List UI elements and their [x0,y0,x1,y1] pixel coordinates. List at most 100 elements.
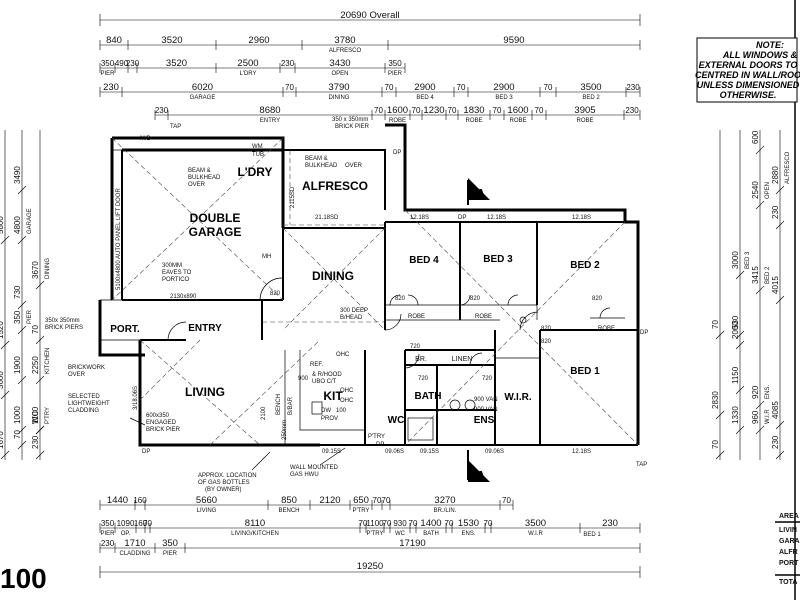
dim-bot-row1-value: 70 [502,496,511,505]
dim-top-row3-value: 70 [544,83,553,92]
dim-top-row4-value: 1600 [387,105,408,116]
note-box: NOTE: ALL WINDOWS & EXTERNAL DOORS TO CE… [695,37,800,103]
dim-right-tick [775,295,785,305]
window-ensuite: 09.06S [485,449,504,455]
dim-right-tick [715,330,725,340]
room-garage-line1: DOUBLE [190,211,241,225]
washing-machine-label: WM [252,144,263,150]
area-row-alfresco: ALFR [779,549,798,556]
area-row-portico: PORT [779,560,799,567]
area-table: AREA LIVIN GARA ALFR PORT TOTA [775,513,800,586]
room-labels: L'DRY ALFRESCO DOUBLE GARAGE DINING BED … [110,165,615,440]
dim-right-sublabel: BED 3 [745,251,751,269]
dim-right-value: 2540 [751,181,760,199]
deep-beam-1: 300 DEEP [340,308,368,314]
dim-bot-row2-sublabel: ENS. [461,531,475,537]
garage-door-label: 5100x4800 AUTO PANEL LIFT DOOR [116,188,122,290]
dim-left-tick [17,440,27,450]
dim-right-tick [735,270,745,280]
dim-left-value: 70 [31,325,40,334]
dim-left-tick [35,280,45,290]
dim-bot-row1-sublabel: LIVING [197,508,217,514]
dim-bot-row2-sublabel: OP. [121,531,131,537]
dim-top-row4-value: 1230 [423,105,444,116]
section-markers: A A [467,178,490,483]
robe-label-bed4: ROBE [408,314,425,320]
dim-right-tick [775,450,785,460]
dim-top-row4-sublabel: ROBE [389,118,406,124]
dim-top-row3-value: 70 [385,83,394,92]
dim-bed1-label: BED 1 [583,532,601,538]
sliding-door-2115: 2115SD [290,186,296,208]
dim-top-row4-value: 70 [412,106,421,115]
dim-top-row2-value: 350 [101,59,115,68]
dim-right-value: 1330 [731,406,740,424]
dim-left-tick [17,375,27,385]
dim-left-value: 1000 [13,406,22,424]
door-720-b: 720 [482,376,493,382]
dim-left-value: 1100 [31,406,40,424]
dim-bot-row3-sublabel: PIER [163,551,178,557]
dim-right-tick [775,420,785,430]
rangehood-note-1: & R/HOOD [312,372,342,378]
dim-top-row4-value: 230 [625,106,639,115]
dim-right-value: 960 [751,410,760,424]
door-820-c: 820 [592,296,603,302]
dim-bot-row2-sublabel: W.I.R [528,531,543,537]
dim-right-tick [755,400,765,410]
dim-left-value: 1900 [13,356,22,374]
window-living-left: 3/18.06S [133,386,139,410]
area-row-total: TOTA [779,579,797,586]
dim-bot-row1-sublabel: BR./LIN. [434,508,457,514]
dim-bot-row2-sublabel: BATH [423,531,439,537]
room-kitchen: KIT [323,389,343,403]
dim-bot-row1-value: 70 [382,496,391,505]
dim-left-sublabel: PIER [27,309,33,324]
downpipe-label-1: DP [393,150,401,156]
hwu-note-1: WALL MOUNTED [290,465,339,471]
dim-overall-bottom: 19250 [357,561,383,572]
dim-left-value: 2250 [31,356,40,374]
dim-top-row3-sublabel: BED 2 [582,95,600,101]
dim-left-value: 1520 [0,321,5,339]
area-row-living: LIVIN [779,527,797,534]
note-line4: CENTRED IN WALL/ROO [695,70,800,80]
dim-top-row4-sublabel: ROBE [465,118,482,124]
dim-top-row1-value: 2960 [248,35,269,46]
dim-left-sublabel: P'TRY [45,407,51,424]
cladding-note-2: LIGHTWEIGHT [68,401,110,407]
dim-left-tick [35,450,45,460]
dim-bot-row1-value: 160 [133,496,147,505]
dim-bot-row2-sublabel: PIER [100,531,115,537]
hwu-note-2: GAS HWU [290,472,319,478]
dim-top-row3-sublabel: BED 3 [495,95,513,101]
window-wc: 09.06S [385,449,404,455]
note-line6: OTHERWISE. [720,90,777,100]
room-alfresco: ALFRESCO [302,179,368,193]
dim-right-tick [755,425,765,435]
dim-top-row3-value: 3500 [580,82,601,93]
dim-top-row4-value: 8680 [259,105,280,116]
vanity-label-2: 900 VAN [474,407,498,413]
dim-overall-top: 20690 Overall [340,10,399,21]
dim-right-value: 70 [711,320,720,329]
dim-right-tick [755,285,765,295]
beam-note-2c: OVER [345,163,363,169]
dim-right-tick [775,185,785,195]
door-820-a: 820 [395,296,406,302]
dim-top-row3-value: 3790 [328,82,349,93]
dim-right-tick [735,385,745,395]
dim-left-value: 730 [13,285,22,299]
annotations: TAP M/B WM TUB BEAM & BULKHEAD OVER BEAM… [45,117,648,493]
roof-lines [111,137,639,446]
dim-left-sublabel: DINING [45,258,51,279]
downpipe-label-2: DP [458,215,466,221]
note-line5: UNLESS DIMENSIONED [697,80,800,90]
cladding-note-1: SELECTED [68,394,100,400]
dim-top-row4-sublabel: ENTRY [260,118,280,124]
window-bed2: 12.18S [572,215,591,221]
dim-right-tick [755,200,765,210]
